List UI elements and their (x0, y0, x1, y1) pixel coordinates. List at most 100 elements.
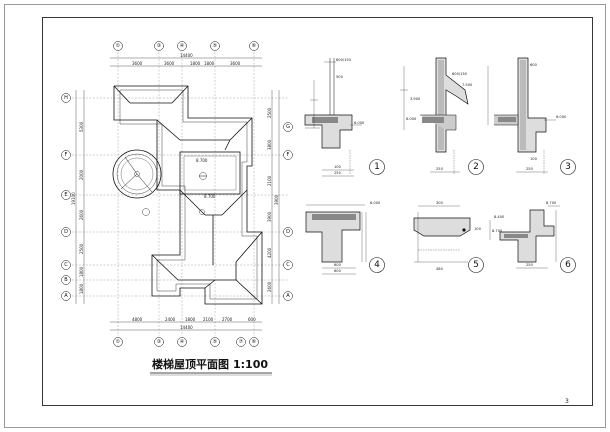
right-axis-bubbles (283, 122, 293, 301)
left-dimension: 2000 (79, 169, 84, 180)
detail-3-marker (560, 159, 576, 175)
detail-3-label: 100 (530, 157, 538, 161)
detail-1-label: 100 (334, 165, 342, 169)
detail-6-label: 8.700 (492, 229, 503, 233)
right-axis-label: F (287, 152, 290, 158)
top-dimension: 3600 (230, 61, 241, 66)
detail-1-label: 6.000 (354, 121, 365, 125)
bottom-axis-label: ④ (180, 339, 185, 345)
detail-2-label: 6.000 (406, 117, 417, 121)
plan-title: 楼梯屋顶平面图 (152, 357, 229, 371)
detail-2-label: 250 (436, 167, 444, 171)
right-axis-label: G (286, 124, 290, 130)
bottom-axis-label: ⑥ (252, 339, 257, 345)
detail-1-label: 600/150 (336, 58, 352, 62)
left-dimension-lines (75, 90, 85, 304)
detail-1-marker (369, 159, 385, 175)
top-total-dimension: 14400 (180, 53, 193, 58)
detail-1-label: 250 (334, 171, 342, 175)
detail-1-label: 500 (336, 75, 344, 79)
detail-6-label: 250 (526, 263, 534, 267)
top-dimension-lines (110, 57, 262, 67)
detail-2-label: 3.900 (410, 97, 421, 101)
bottom-dimension: 2100 (203, 317, 214, 322)
right-dimension: 2600 (267, 281, 272, 292)
left-axis-label: D (64, 229, 68, 235)
right-axis-label: C (286, 262, 290, 268)
detail-4 (305, 204, 367, 275)
top-dimension: 1800 (204, 61, 215, 66)
bottom-dimension: 4800 (132, 317, 143, 322)
left-axis-label: F (65, 152, 68, 158)
plan-scale: 1:100 (233, 358, 268, 371)
detail-4-label: 600 (334, 263, 342, 267)
detail-6-marker (560, 257, 576, 273)
right-dimension-lines (271, 90, 280, 304)
axis-grid (65, 52, 288, 336)
bottom-axis-label: ① (116, 339, 121, 345)
bottom-dimension: 1800 (185, 317, 196, 322)
detail-5 (413, 205, 471, 263)
outer-border (4, 4, 606, 428)
right-dimension: 3900 (267, 211, 272, 222)
left-dimension: 1800 (79, 266, 84, 277)
detail-5-label: 100 (474, 227, 482, 231)
top-axis-label: ③ (157, 43, 161, 49)
detail-4-label: 600 (334, 269, 342, 273)
bottom-axis-label: ③ (157, 339, 161, 345)
detail-1-number: 1 (374, 162, 380, 172)
left-axis-label: E (64, 192, 67, 198)
stair-tower (179, 151, 241, 195)
left-axis-label: A (64, 293, 68, 299)
detail-5-marker (468, 257, 484, 273)
left-dimension: 2600 (79, 209, 84, 220)
right-dimension: 2100 (267, 175, 272, 186)
detail-1 (304, 58, 362, 177)
left-dimension: 5300 (79, 121, 84, 132)
top-dimension: 3600 (164, 61, 175, 66)
top-axis-label: ⑤ (213, 43, 217, 49)
top-axis-bubbles (113, 41, 259, 51)
page-number: 3 (565, 398, 569, 405)
detail-2 (400, 57, 469, 175)
left-axis-label: C (64, 262, 68, 268)
bottom-dimension: 2400 (165, 317, 176, 322)
top-axis-label: ④ (180, 43, 185, 49)
top-axis-label: ① (116, 43, 121, 49)
right-dimension: 2500 (267, 107, 272, 118)
left-axis-label: B (64, 277, 68, 283)
bottom-dimension: 2700 (222, 317, 233, 322)
right-dimension: 3800 (267, 139, 272, 150)
detail-2-marker (468, 159, 484, 175)
detail-5-label: 480 (436, 267, 444, 271)
round-turret (112, 149, 162, 199)
detail-4-label: 6.000 (370, 201, 381, 205)
right-axis-label: D (286, 229, 290, 235)
detail-3-label: 6.000 (556, 115, 567, 119)
inner-border (42, 17, 593, 406)
bottom-dimension: 600 (248, 317, 256, 322)
detail-2-number: 2 (473, 162, 479, 172)
bottom-dimension-lines (110, 321, 262, 331)
detail-3-number: 3 (565, 162, 571, 172)
detail-2-label: 7.500 (462, 83, 473, 87)
detail-3-label: 250 (526, 167, 534, 171)
left-axis-label: H (64, 95, 68, 101)
top-axis-label: ⑥ (252, 43, 257, 49)
elevation-label: 8.700 (196, 158, 208, 163)
elevation-label: 8.700 (204, 194, 216, 199)
right-dimension: 4200 (267, 247, 272, 258)
detail-4-marker (369, 257, 385, 273)
detail-6-label: 8.700 (546, 201, 557, 205)
detail-5-label: 300 (436, 201, 444, 205)
detail-6-number: 6 (565, 260, 571, 270)
detail-6-label: 8.400 (494, 215, 505, 219)
left-total-dimension: 19100 (71, 192, 76, 205)
left-axis-bubbles (61, 93, 71, 301)
detail-4-number: 4 (374, 260, 380, 270)
detail-3-label: 600 (530, 63, 538, 67)
left-dimension: 2500 (79, 243, 84, 254)
detail-3 (487, 57, 556, 175)
right-axis-label: A (286, 293, 290, 299)
